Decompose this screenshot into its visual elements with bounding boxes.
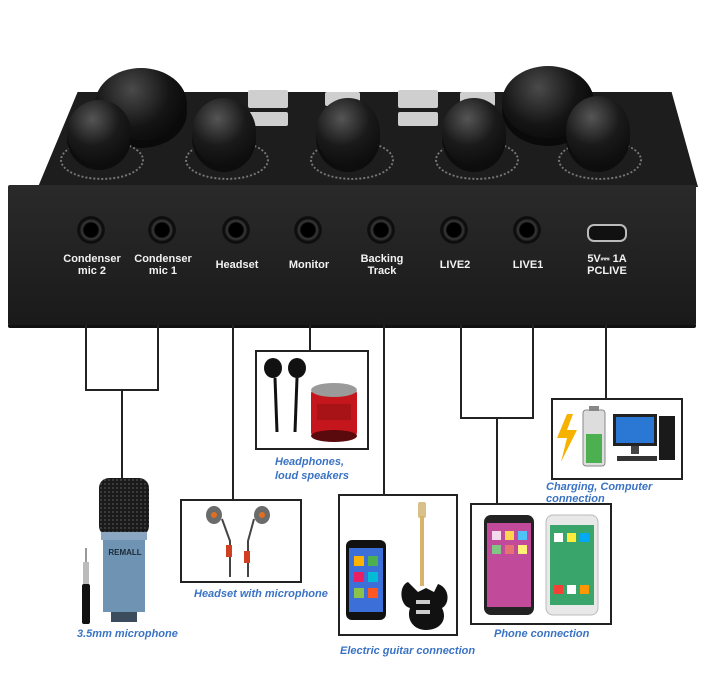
connector-line bbox=[383, 325, 385, 495]
caption-headphones: Headphones, loud speakers bbox=[275, 456, 349, 482]
connector-line bbox=[157, 325, 159, 390]
speaker-icon bbox=[311, 383, 357, 442]
connector-line bbox=[532, 325, 534, 418]
jack-monitor[interactable] bbox=[294, 216, 322, 244]
jack-condenser-mic-1[interactable] bbox=[148, 216, 176, 244]
caption-headset: Headset with microphone bbox=[194, 588, 328, 600]
connector-line bbox=[460, 325, 462, 418]
mixer-front-panel bbox=[8, 185, 696, 325]
port-label: LIVE2 bbox=[439, 259, 471, 271]
connector-line bbox=[496, 417, 498, 503]
earphones-icon bbox=[264, 358, 306, 433]
fader-cap[interactable] bbox=[248, 112, 288, 126]
connector-line bbox=[605, 325, 607, 399]
port-label: Headset bbox=[215, 259, 259, 271]
fader-cap[interactable] bbox=[248, 90, 288, 108]
guitar-phone-box bbox=[338, 494, 458, 636]
control-knob[interactable] bbox=[442, 98, 506, 166]
caption-microphone: 3.5mm microphone bbox=[77, 628, 178, 640]
headset-box bbox=[180, 499, 302, 583]
control-knob[interactable] bbox=[566, 96, 630, 166]
jack-backing-track[interactable] bbox=[367, 216, 395, 244]
port-label: LIVE1 bbox=[512, 259, 544, 271]
port-label: Monitor bbox=[288, 259, 330, 271]
smartphone-icon bbox=[346, 540, 386, 620]
jack-live2[interactable] bbox=[440, 216, 468, 244]
headset-earbuds-icon bbox=[206, 506, 270, 577]
connector-line bbox=[309, 325, 311, 351]
control-knob[interactable] bbox=[316, 98, 380, 166]
jack-live1[interactable] bbox=[513, 216, 541, 244]
mic-brand: REMALL bbox=[108, 548, 142, 557]
charging-computer-box bbox=[551, 398, 683, 480]
fader-cap[interactable] bbox=[398, 90, 438, 108]
jack-headset[interactable] bbox=[222, 216, 250, 244]
electric-guitar-icon bbox=[401, 502, 448, 630]
fader-cap[interactable] bbox=[398, 112, 438, 126]
computer-icon bbox=[613, 414, 675, 461]
connector-line bbox=[85, 325, 87, 390]
connector-line bbox=[232, 325, 234, 500]
condenser-microphone-image: REMALL bbox=[95, 478, 155, 623]
caption-charging: Charging, Computer connection bbox=[546, 481, 653, 505]
headphones-speaker-box bbox=[255, 350, 369, 450]
usb-port[interactable] bbox=[587, 224, 627, 242]
jack-condenser-mic-2[interactable] bbox=[77, 216, 105, 244]
phone-connection-box bbox=[470, 503, 612, 625]
caption-guitar: Electric guitar connection bbox=[340, 645, 476, 657]
audio-plug-icon bbox=[79, 548, 93, 633]
connector-line bbox=[121, 389, 123, 479]
caption-phone: Phone connection bbox=[494, 628, 590, 640]
battery-icon bbox=[582, 406, 606, 467]
smartphone-icon bbox=[484, 515, 534, 615]
android-phone-icon bbox=[545, 514, 599, 616]
lightning-icon bbox=[557, 414, 577, 462]
control-knob[interactable] bbox=[67, 100, 131, 164]
control-knob[interactable] bbox=[192, 98, 256, 166]
